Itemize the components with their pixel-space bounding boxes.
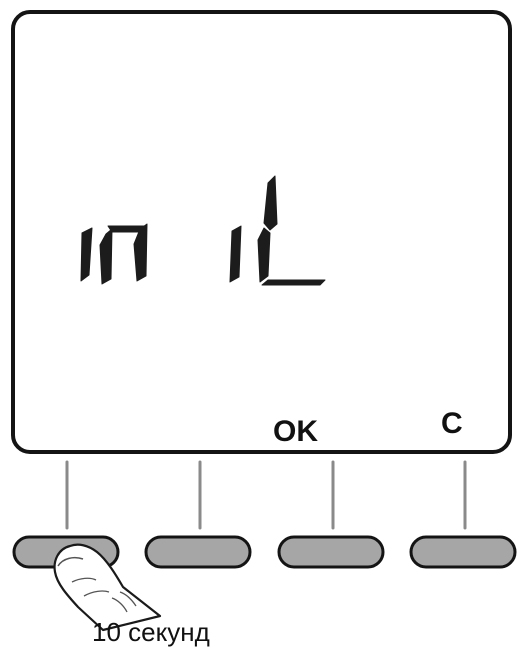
- button-2[interactable]: [146, 537, 250, 567]
- segment-char-i2: [230, 226, 241, 282]
- button-c[interactable]: [411, 537, 515, 567]
- caption-hold-duration: 10 секунд: [92, 617, 210, 648]
- label-ok: OK: [273, 415, 318, 448]
- button-ok[interactable]: [279, 537, 383, 567]
- label-c: C: [441, 407, 463, 440]
